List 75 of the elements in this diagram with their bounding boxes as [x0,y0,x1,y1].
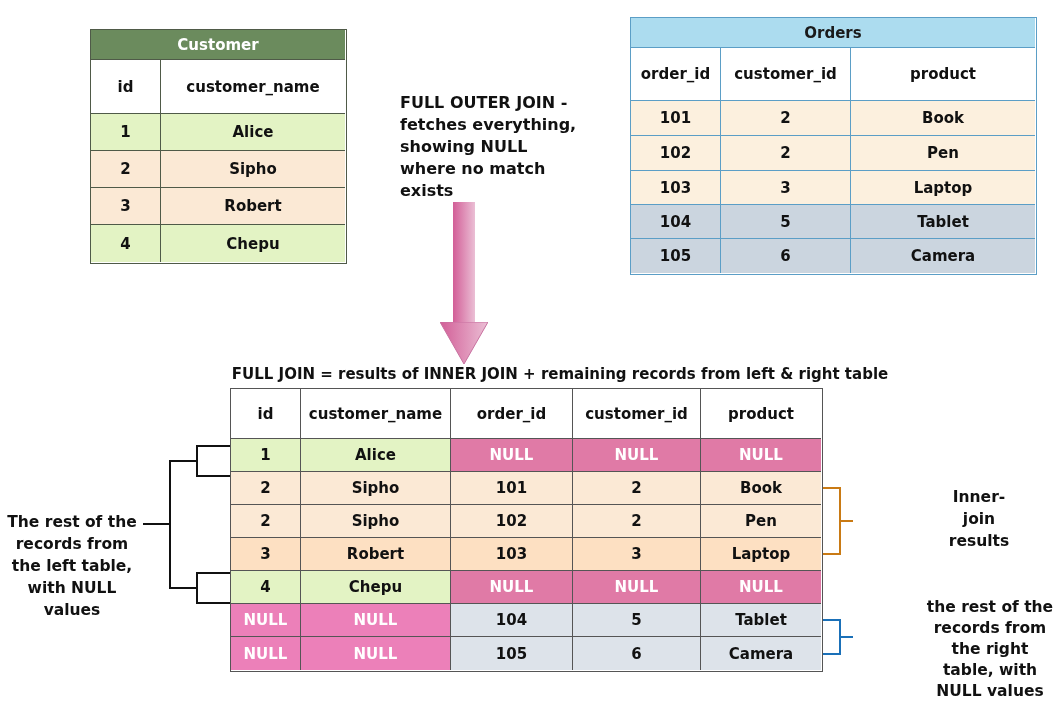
table-cell: Book [851,101,1035,136]
table-cell: NULL [573,439,701,472]
table-cell: NULL [573,571,701,604]
table-cell: Sipho [301,505,451,538]
column-header: customer_id [721,48,851,101]
table-title: Customer [91,30,345,60]
table-cell: 2 [573,505,701,538]
table-title: Orders [631,18,1035,48]
table-cell: NULL [451,571,573,604]
table-cell: Pen [851,136,1035,171]
table-cell: 102 [451,505,573,538]
column-header: order_id [631,48,721,101]
table-cell: NULL [301,604,451,637]
table-cell: NULL [301,637,451,670]
column-header: id [91,60,161,114]
table-cell: 3 [721,171,851,205]
data-table [630,17,1037,275]
table-cell: Robert [301,538,451,571]
table-cell: 4 [231,571,301,604]
table-cell: 101 [451,472,573,505]
table-cell: 2 [721,101,851,136]
column-header: customer_name [301,389,451,439]
table-cell: Robert [161,188,345,225]
table-cell: Tablet [851,205,1035,239]
table-cell: Laptop [851,171,1035,205]
table-cell: Chepu [161,225,345,262]
table-cell: 1 [91,114,161,151]
table-cell: 2 [721,136,851,171]
table-cell: Book [701,472,821,505]
table-cell: 101 [631,101,721,136]
table-cell: 1 [231,439,301,472]
table-cell: NULL [451,439,573,472]
table-heading: FULL JOIN = results of INNER JOIN + remaining records from left & right table [230,364,890,385]
table-cell: Chepu [301,571,451,604]
block-arrow [439,202,489,365]
table-cell: 2 [231,472,301,505]
table-cell: 104 [631,205,721,239]
table-cell: Camera [851,239,1035,273]
table-cell: 102 [631,136,721,171]
table-cell: Sipho [301,472,451,505]
table-cell: 6 [573,637,701,670]
bracket-label: the rest of the records from the right table, with NULL values [926,597,1054,702]
table-cell: Camera [701,637,821,670]
table-cell: NULL [231,604,301,637]
column-header: customer_id [573,389,701,439]
table-cell: Pen [701,505,821,538]
column-header: order_id [451,389,573,439]
table-cell: Alice [301,439,451,472]
table-cell: Laptop [701,538,821,571]
description-text: FULL OUTER JOIN - fetches everything, showing NULL where no match exists [400,92,588,202]
table-cell: 3 [91,188,161,225]
table-cell: Alice [161,114,345,151]
table-cell: 104 [451,604,573,637]
table-cell: 6 [721,239,851,273]
table-cell: 5 [573,604,701,637]
column-header: id [231,389,301,439]
table-cell: 3 [231,538,301,571]
table-cell: 105 [451,637,573,670]
table-cell: Sipho [161,151,345,188]
table-cell: 2 [573,472,701,505]
table-cell: 2 [91,151,161,188]
table-cell: 103 [631,171,721,205]
bracket-label: The rest of the records from the left table, with NULL values [6,512,138,621]
table-cell: NULL [701,439,821,472]
table-cell: 3 [573,538,701,571]
table-cell: 103 [451,538,573,571]
table-cell: Tablet [701,604,821,637]
data-table [90,29,347,264]
table-cell: NULL [231,637,301,670]
table-cell: 4 [91,225,161,262]
table-cell: 5 [721,205,851,239]
bracket-label: Inner-join results [947,487,1011,552]
table-cell: NULL [701,571,821,604]
table-cell: 105 [631,239,721,273]
table-cell: 2 [231,505,301,538]
